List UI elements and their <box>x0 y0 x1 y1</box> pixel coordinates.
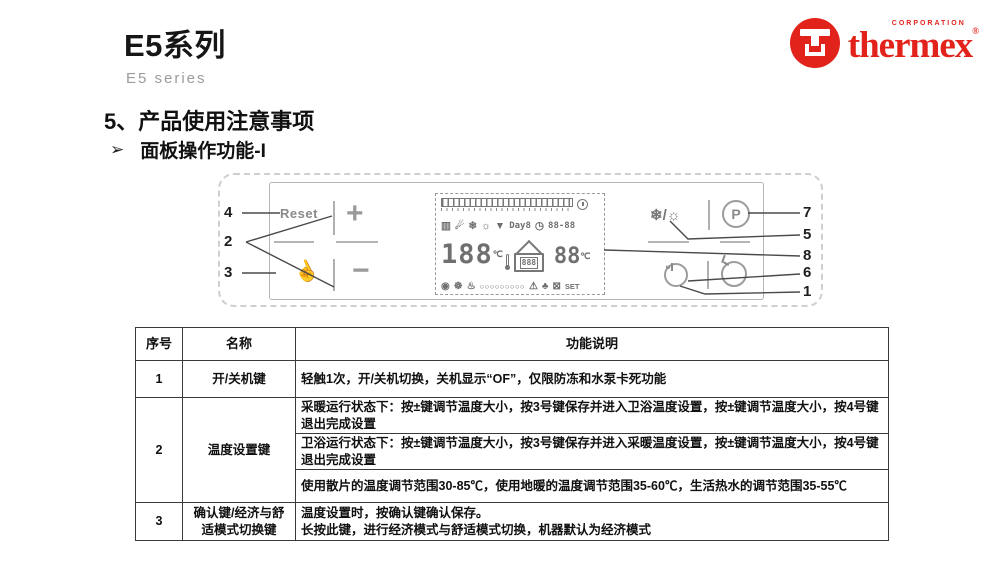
plus-key-icon: + <box>346 197 364 230</box>
main-temperature-digits: 188℃ <box>441 239 504 271</box>
col-header-name: 名称 <box>182 327 296 361</box>
pump-icon: ◉ <box>441 280 450 292</box>
section-heading: 5、产品使用注意事项 <box>104 109 315 134</box>
day-indicator: Day8 <box>509 220 531 231</box>
warning-icon: ⚠ <box>528 280 538 292</box>
page-title: E5系列 <box>124 28 226 63</box>
row-desc: 温度设置时，按确认键确认保存。 长按此键，进行经济模式与舒适模式切换，机器默认为… <box>295 502 889 541</box>
registered-mark: ® <box>972 26 979 36</box>
set-box-icon: ⊠ <box>552 280 561 292</box>
table-row: 3 确认键/经济与舒适模式切换键 温度设置时，按确认键确认保存。 长按此键，进行… <box>135 502 889 541</box>
thermex-mark-icon <box>789 18 840 68</box>
table-header-row: 序号 名称 功能说明 <box>135 327 889 361</box>
bar-graph-icon <box>441 198 573 211</box>
alarm-clock-icon <box>577 199 588 210</box>
row-desc: 轻触1次，开/关机切换，关机显示“OF”，仅限防冻和水泵卡死功能 <box>295 360 889 398</box>
divider <box>333 259 335 291</box>
callout-6: 6 <box>803 264 812 281</box>
function-table: 序号 名称 功能说明 1 开/关机键 轻触1次，开/关机切换，关机显示“OF”，… <box>135 327 889 541</box>
radiator-icon: ▥ <box>441 219 451 232</box>
flame-icon: ♨ <box>466 280 476 292</box>
row-no: 3 <box>135 502 183 541</box>
desc-line: 长按此键，进行经济模式与舒适模式切换，机器默认为经济模式 <box>301 522 652 537</box>
col-header-no: 序号 <box>135 327 183 361</box>
page-subtitle: E5 series <box>126 70 207 87</box>
bullet-text: 面板操作功能-I <box>140 141 266 162</box>
panel-diagram: Reset + ☝ − ▥ ☄ ❄ ☼ ▼ Day8 ◷ 88-88 <box>218 173 823 307</box>
desc-line: 温度设置时，按确认键确认保存。 <box>301 506 489 520</box>
control-panel: Reset + ☝ − ▥ ☄ ❄ ☼ ▼ Day8 ◷ 88-88 <box>269 182 764 300</box>
level-dots-icon: ○○○○○○○○○ <box>479 281 525 291</box>
snowflake-icon: ❄ <box>468 219 478 232</box>
row-desc-range: 使用散片的温度调节范围30-85℃，使用地暖的温度调节范围35-60℃，生活热水… <box>295 469 889 503</box>
divider <box>333 201 335 235</box>
divider <box>708 200 710 230</box>
house-icon: 888 <box>505 240 547 273</box>
row-desc-heating: 采暖运行状态下：按±键调节温度大小，按3号键保存并进入卫浴温度设置，按±键调节温… <box>295 397 889 434</box>
logo-corporation-label: CORPORATION <box>891 20 966 27</box>
bullet-line: ➢ 面板操作功能-I <box>110 136 266 163</box>
callout-lines <box>242 212 801 295</box>
time-digits: 88-88 <box>548 220 576 231</box>
lcd-display: ▥ ☄ ❄ ☼ ▼ Day8 ◷ 88-88 188℃ 888 88℃ ◉ <box>435 193 605 295</box>
house-temperature-digits: 888 <box>519 257 539 269</box>
callout-3: 3 <box>224 264 233 281</box>
table-row: 卫浴运行状态下：按±键调节温度大小，按3号键保存并进入采暖温度设置，按±键调节温… <box>136 433 889 470</box>
fan-icon: ☸ <box>453 280 463 292</box>
callout-1: 1 <box>803 283 812 300</box>
row-name: 确认键/经济与舒适模式切换键 <box>182 502 296 541</box>
row-name: 开/关机键 <box>182 360 296 398</box>
table-row: 2 温度设置键 采暖运行状态下：按±键调节温度大小，按3号键保存并进入卫浴温度设… <box>135 397 889 503</box>
callout-2: 2 <box>224 233 233 250</box>
touch-marker <box>274 241 314 243</box>
callout-5: 5 <box>803 226 812 243</box>
clock-icon: ◷ <box>534 219 545 232</box>
reset-key-label: Reset <box>280 206 318 221</box>
divider <box>707 261 709 289</box>
callout-4: 4 <box>224 204 233 221</box>
col-header-desc: 功能说明 <box>295 327 889 361</box>
power-key <box>664 263 688 287</box>
logo-name: thermex® <box>847 25 979 66</box>
thermex-logo: CORPORATION thermex® <box>789 18 979 68</box>
thermometer-icon <box>505 254 511 271</box>
timer-key <box>721 261 747 287</box>
row-no: 2 <box>135 397 183 503</box>
table-row: 1 开/关机键 轻触1次，开/关机切换，关机显示“OF”，仅限防冻和水泵卡死功能 <box>135 360 889 398</box>
program-key: P <box>722 200 750 228</box>
signal-icon: ▼ <box>494 219 506 232</box>
row-name: 温度设置键 <box>182 397 296 503</box>
touch-marker <box>648 241 689 243</box>
row-no: 1 <box>135 360 183 398</box>
sub-temperature-digits: 88℃ <box>553 244 591 270</box>
celsius-unit: ℃ <box>580 252 591 263</box>
shower-icon: ☄ <box>454 219 465 232</box>
valve-icon: ♣ <box>541 280 549 292</box>
callout-7: 7 <box>803 204 812 221</box>
mode-snow-sun-icon: ❄/☼ <box>650 207 681 224</box>
row-desc-bath: 卫浴运行状态下：按±键调节温度大小，按3号键保存并进入采暖温度设置，按±键调节温… <box>295 433 889 470</box>
celsius-unit: ℃ <box>492 250 504 261</box>
touch-marker <box>336 241 378 243</box>
touch-marker <box>720 241 750 243</box>
minus-key-icon: − <box>352 254 370 287</box>
set-label: SET <box>564 281 580 291</box>
arrow-bullet-icon: ➢ <box>110 139 125 159</box>
callout-8: 8 <box>803 247 812 264</box>
table-row: 使用散片的温度调节范围30-85℃，使用地暖的温度调节范围35-60℃，生活热水… <box>136 469 889 503</box>
sun-icon: ☼ <box>481 219 491 232</box>
